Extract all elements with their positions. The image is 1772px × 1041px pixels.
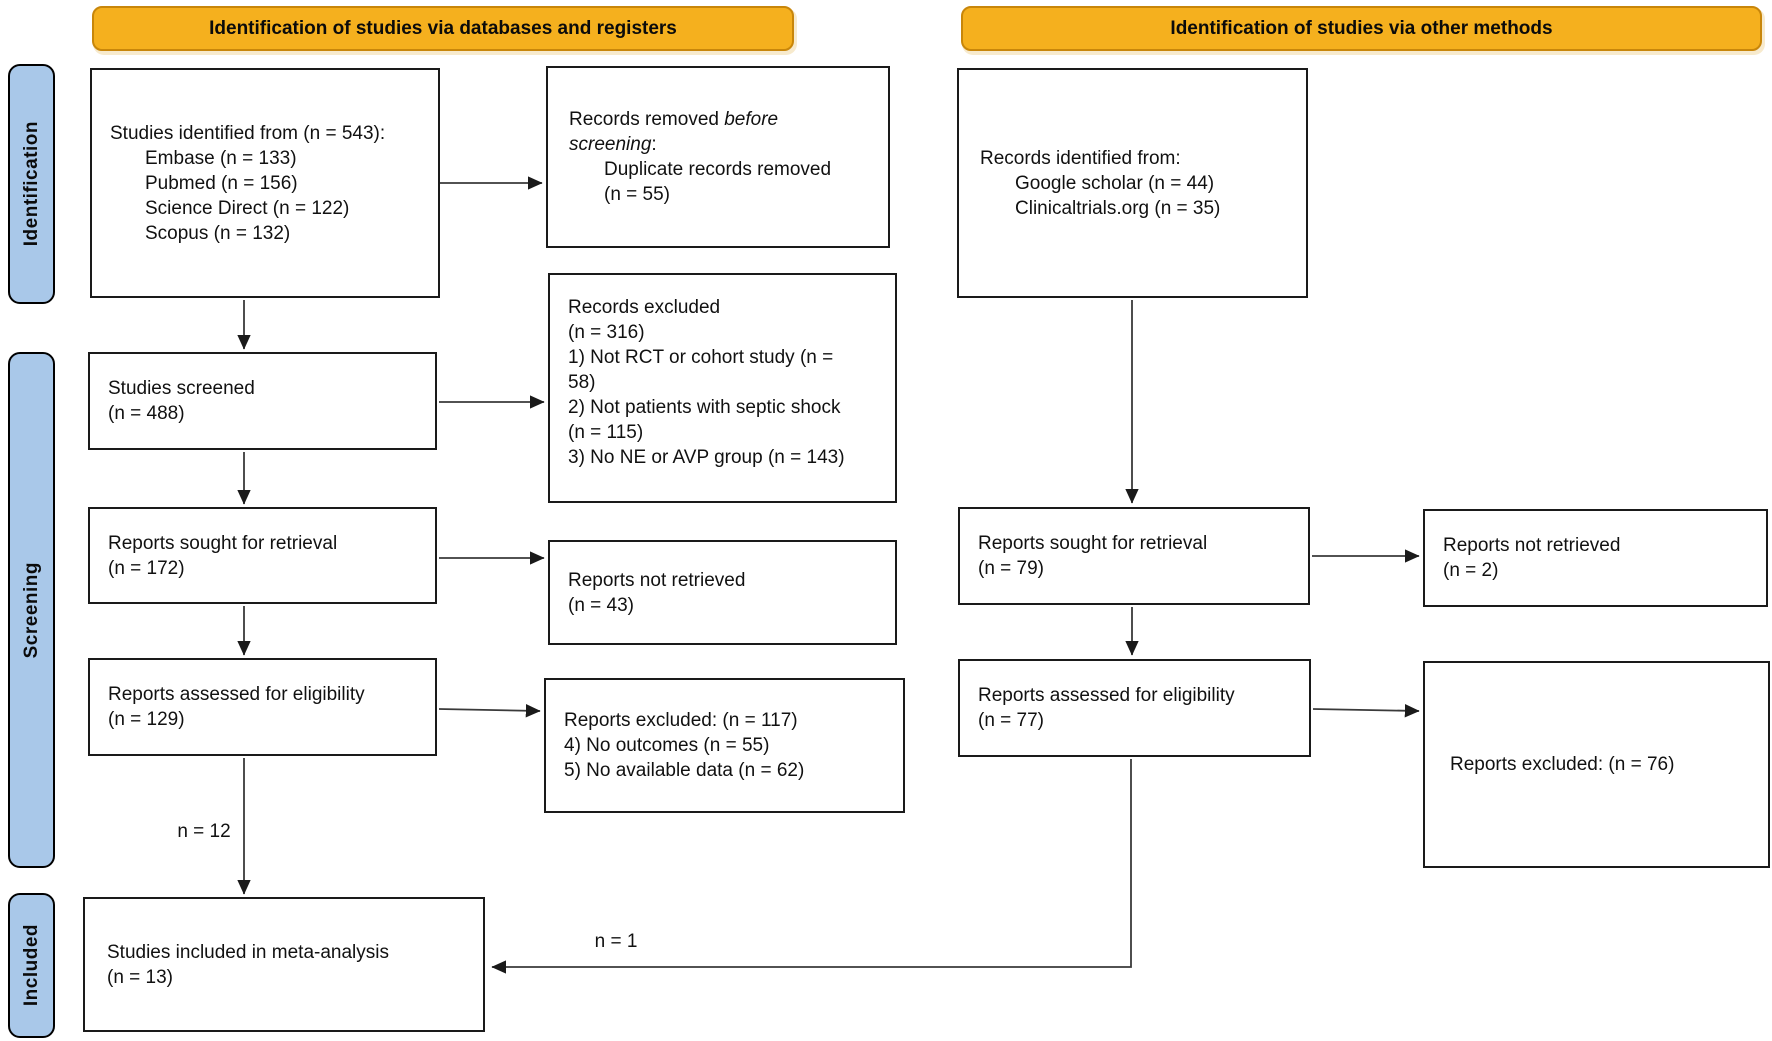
box-line: Reports assessed for eligibility [108, 684, 365, 705]
box-studies-identified: Studies identified from (n = 543): Embas… [90, 68, 440, 298]
text-segment-italic: screening [569, 134, 652, 155]
box-reports-sought-other: Reports sought for retrieval (n = 79) [958, 507, 1310, 605]
arrow-assessed-to-reportsexcluded [438, 703, 541, 718]
box-line: (n = 488) [108, 403, 185, 424]
text-segment-italic: before [724, 109, 779, 130]
edge-label-n1: n = 1 [594, 931, 638, 952]
box-line: Google scholar (n = 44) [1015, 172, 1215, 194]
stage-label-identification: Identification [8, 64, 55, 304]
box-line: 1) Not RCT or cohort study (n = [568, 347, 834, 368]
box-reports-assessed-databases: Reports assessed for eligibility (n = 12… [88, 658, 437, 756]
stage-label-included-text: Included [20, 924, 42, 1007]
arrow-other-assessed-to-included [491, 759, 1132, 974]
box-line: (n = 115) [568, 422, 644, 443]
box-line: Studies identified from (n = 543): [110, 122, 386, 144]
stage-label-included: Included [8, 893, 55, 1038]
box-line: Reports assessed for eligibility [978, 685, 1235, 706]
box-line: Reports excluded: (n = 76) [1450, 754, 1675, 775]
box-line: Records identified from: [980, 147, 1181, 169]
box-line: (n = 129) [108, 709, 185, 730]
box-line: Pubmed (n = 156) [145, 172, 298, 194]
box-reports-assessed-other: Reports assessed for eligibility (n = 77… [958, 659, 1311, 757]
box-records-identified-other: Records identified from: Google scholar … [957, 68, 1308, 298]
box-line: Reports sought for retrieval [108, 532, 338, 554]
box-line: Duplicate records removed [604, 159, 832, 180]
box-line: Studies included in meta-analysis [107, 941, 389, 963]
edge-label-n12: n = 12 [177, 821, 231, 842]
box-line: Science Direct (n = 122) [145, 197, 350, 219]
banner-databases-registers: Identification of studies via databases … [92, 6, 794, 51]
box-line: 5) No available data (n = 62) [564, 760, 805, 781]
box-records-excluded: Records excluded (n = 316) 1) Not RCT or… [548, 273, 897, 503]
box-line: (n = 77) [978, 710, 1045, 731]
box-line: (n = 43) [568, 594, 635, 616]
box-studies-screened: Studies screened (n = 488) [88, 352, 437, 450]
banner-databases-label: Identification of studies via databases … [209, 17, 677, 39]
banner-other-methods: Identification of studies via other meth… [961, 6, 1762, 51]
box-line: Reports sought for retrieval [978, 533, 1208, 554]
box-line: Reports not retrieved [1443, 535, 1621, 556]
box-line: Records excluded [568, 297, 721, 318]
box-line: Reports not retrieved [568, 569, 746, 591]
box-records-removed-before-screening: Records removed before screening: Duplica… [546, 66, 890, 248]
stage-label-screening: Screening [8, 352, 55, 868]
text-segment: : [651, 134, 657, 155]
stage-label-identification-text: Identification [20, 121, 42, 247]
box-line: Records removed before screening: [569, 107, 878, 157]
box-reports-sought-databases: Reports sought for retrieval (n = 172) [88, 507, 437, 604]
box-line: Studies screened [108, 378, 255, 399]
stage-label-screening-text: Screening [20, 561, 42, 659]
box-line: 2) Not patients with septic shock [568, 397, 841, 418]
box-line: 4) No outcomes (n = 55) [564, 735, 770, 756]
box-line: (n = 13) [107, 966, 174, 988]
box-reports-not-retrieved-other: Reports not retrieved (n = 2) [1423, 509, 1768, 607]
box-line: Embase (n = 133) [145, 147, 297, 169]
box-reports-excluded-other: Reports excluded: (n = 76) [1423, 661, 1770, 868]
box-line: 3) No NE or AVP group (n = 143) [568, 447, 845, 468]
box-line: (n = 79) [978, 558, 1045, 579]
box-line: (n = 172) [108, 557, 185, 579]
box-line: (n = 55) [604, 184, 671, 205]
box-line: Reports excluded: (n = 117) [564, 710, 798, 731]
arrow-other-assessed-to-excluded [1312, 703, 1420, 718]
box-line: Scopus (n = 132) [145, 222, 291, 244]
box-studies-included: Studies included in meta-analysis (n = 1… [83, 897, 485, 1032]
box-reports-excluded-databases: Reports excluded: (n = 117) 4) No outcom… [544, 678, 905, 813]
box-reports-not-retrieved-databases: Reports not retrieved (n = 43) [548, 540, 897, 645]
box-line: (n = 316) [568, 322, 645, 343]
box-line: 58) [568, 372, 596, 393]
box-line: Clinicaltrials.org (n = 35) [1015, 197, 1221, 219]
banner-other-methods-label: Identification of studies via other meth… [1170, 17, 1553, 39]
text-segment: Records removed [569, 109, 725, 130]
box-line: (n = 2) [1443, 560, 1499, 581]
